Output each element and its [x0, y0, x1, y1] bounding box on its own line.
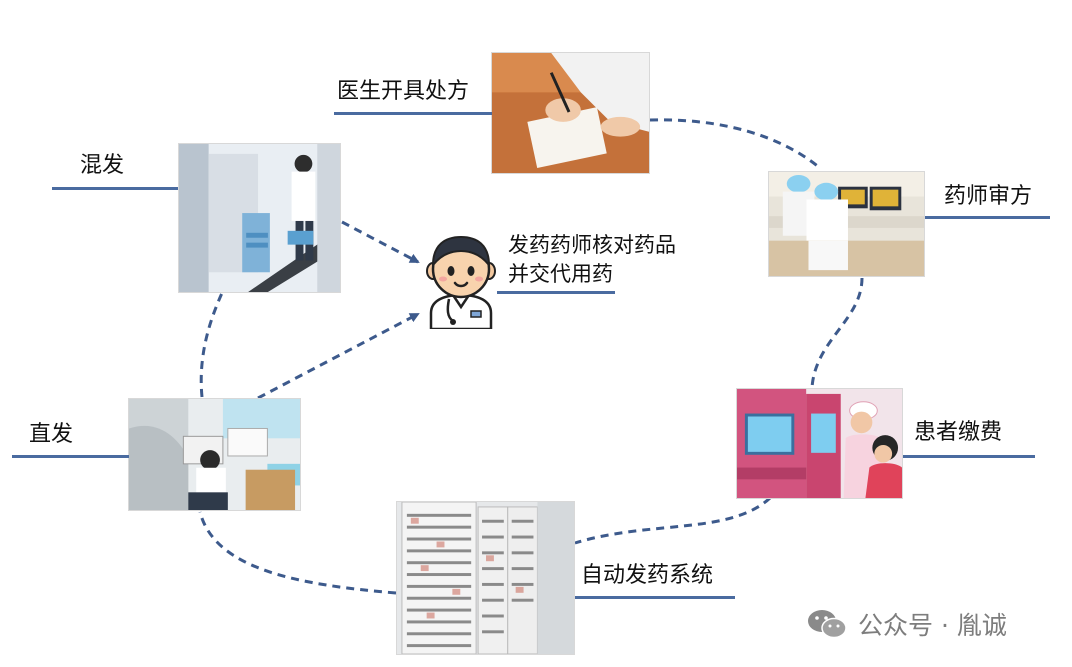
center-verify-label: 发药药师核对药品 并交代用药	[508, 231, 676, 289]
edge-auto-to-direct	[198, 511, 397, 595]
mixed-dispense-photo	[178, 143, 341, 293]
auto-dispensing-underline	[575, 596, 735, 599]
watermark-text: 公众号 · 胤诚	[858, 611, 1007, 640]
doctor-prescribes-underline	[334, 112, 492, 115]
direct-dispense-label: 直发	[29, 422, 74, 447]
patient-payment-photo	[736, 388, 903, 499]
center-label-line2: 并交代用药	[508, 262, 613, 286]
edge-payment-to-auto	[574, 496, 772, 545]
edge-direct-to-mixed	[199, 292, 224, 398]
direct-dispense-photo	[128, 398, 301, 511]
pharmacist-review-underline	[925, 216, 1050, 219]
auto-dispensing-photo	[396, 501, 575, 655]
edge-doctor-to-review	[649, 118, 821, 170]
mixed-dispense-label: 混发	[80, 153, 125, 178]
patient-payment-underline	[903, 455, 1035, 458]
edge-mixed-to-center	[341, 220, 420, 264]
direct-dispense-underline	[12, 455, 129, 458]
edge-review-to-payment	[810, 277, 864, 389]
center-label-underline	[497, 291, 615, 294]
wechat-icon	[808, 610, 847, 639]
pharmacist-review-label: 药师审方	[944, 184, 1033, 209]
watermark: 公众号 · 胤诚	[806, 604, 1007, 644]
auto-dispensing-label: 自动发药系统	[581, 563, 714, 588]
doctor-writing-photo	[491, 52, 650, 174]
pharmacist-review-photo	[768, 171, 925, 277]
doctor-prescribes-label: 医生开具处方	[337, 79, 470, 104]
mixed-dispense-underline	[52, 187, 178, 190]
pharmacist-avatar-icon	[426, 235, 496, 329]
patient-payment-label: 患者缴费	[914, 420, 1003, 445]
center-label-line1: 发药药师核对药品	[508, 233, 676, 257]
edge-direct-to-center	[257, 312, 420, 400]
